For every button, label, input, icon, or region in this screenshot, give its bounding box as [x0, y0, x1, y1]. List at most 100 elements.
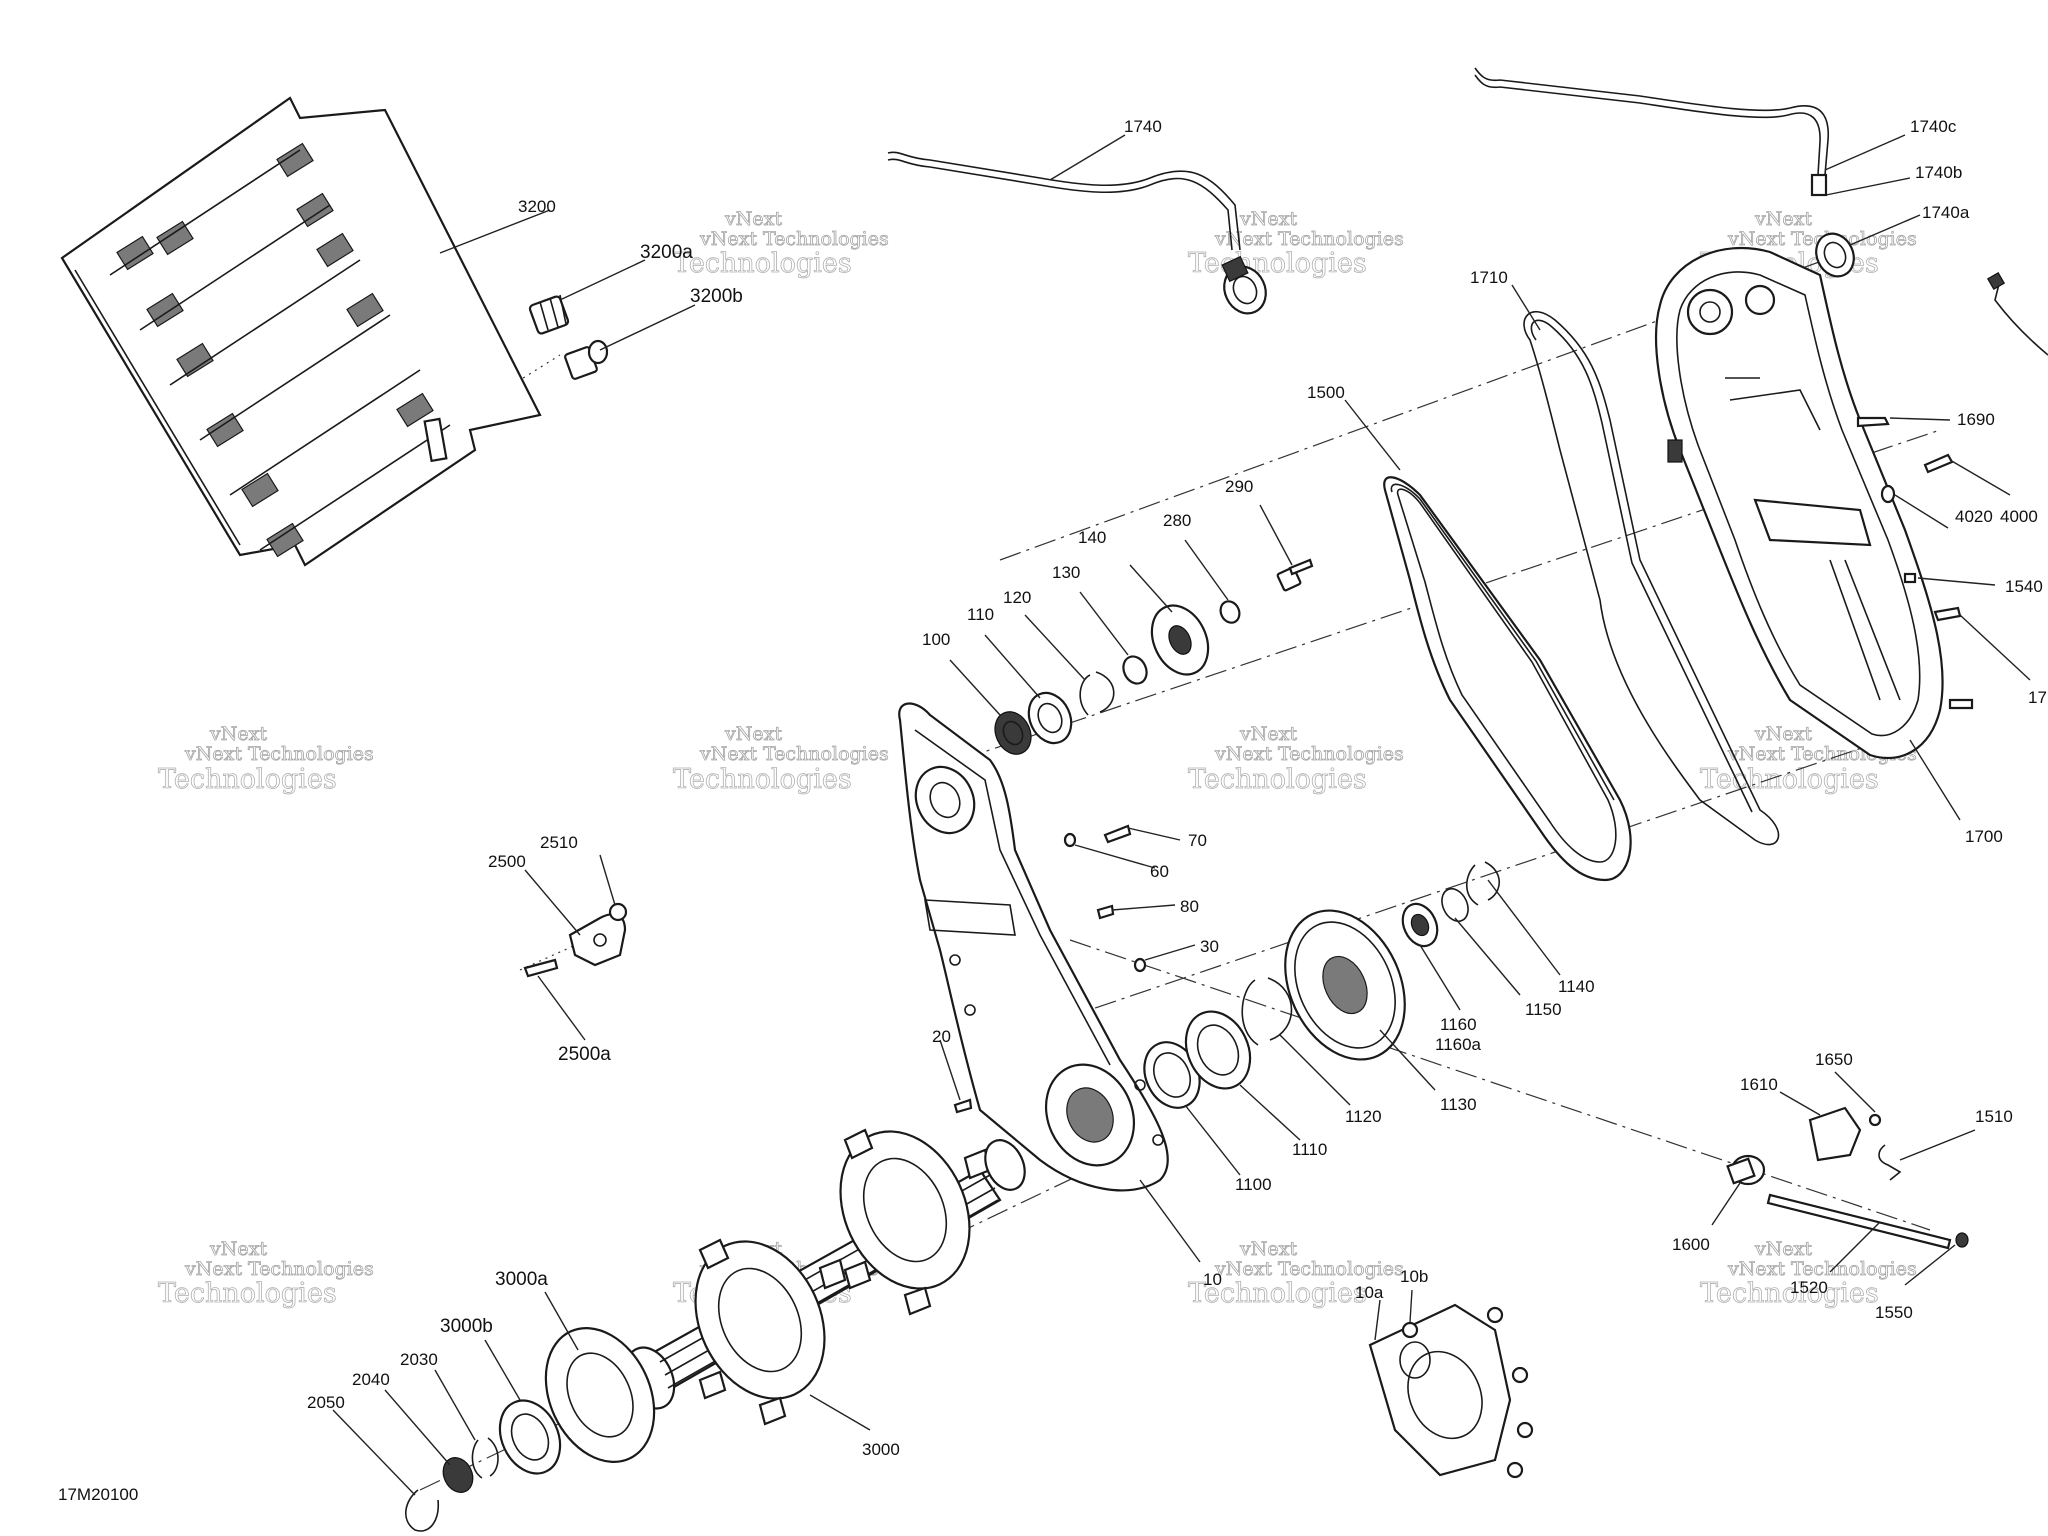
belt-outer — [1383, 476, 1632, 882]
watermark-line1: vNext — [1754, 723, 1812, 745]
callout-4020: 4020 — [1955, 507, 1993, 526]
leader-2030 — [434, 1369, 476, 1441]
tensioner-bushing-body — [1726, 1157, 1756, 1185]
watermark-line3: Technologies — [1188, 248, 1367, 279]
bearing-110 — [1027, 691, 1073, 745]
housing-rib — [914, 729, 1111, 1066]
leader-3200 — [439, 209, 551, 254]
callout-1160a: 1160a — [1435, 1035, 1482, 1054]
bearing-3000b-bore — [510, 1413, 550, 1461]
track-clip — [296, 192, 334, 228]
bolt-edge-2 — [1948, 698, 1974, 710]
housing-edge-holes — [949, 954, 1164, 1146]
track-clip — [396, 392, 434, 428]
nut — [1506, 1461, 1524, 1479]
leader-290 — [1259, 504, 1293, 566]
watermark-line3: Technologies — [1188, 1278, 1367, 1309]
nut-2510 — [608, 902, 628, 922]
bolt-70 — [1103, 824, 1132, 844]
callout-1650: 1650 — [1815, 1050, 1853, 1069]
track-clip-3200a — [528, 294, 570, 335]
housing-hole — [949, 954, 961, 966]
watermark-line1: vNext — [724, 723, 782, 745]
callout-1500: 1500 — [1307, 383, 1345, 402]
track-stud-3200b — [564, 339, 609, 380]
bolt-4000 — [1923, 453, 1954, 474]
track-rod — [139, 204, 331, 331]
leader-1140 — [1487, 879, 1561, 976]
tensioner-body-1610 — [1808, 1106, 1862, 1162]
cover-inner-rim — [1676, 271, 1921, 737]
tensioner-assembly — [1726, 1106, 1969, 1250]
leader-120 — [1024, 614, 1086, 681]
leader-1610 — [1779, 1091, 1821, 1116]
end-parts-left — [405, 1327, 656, 1532]
watermark-line2: vNext Technologies — [1214, 1258, 1404, 1280]
callout-2030: 2030 — [400, 1350, 438, 1369]
edge-cable-fragment — [1994, 279, 2048, 356]
callout-60: 60 — [1150, 862, 1169, 881]
seal-1100-bore — [1152, 1052, 1192, 1098]
watermark-line1: vNext — [1239, 1238, 1297, 1260]
watermark-line1: vNext — [1239, 208, 1297, 230]
disc-3000a-inner — [566, 1352, 634, 1438]
clip-body — [528, 295, 570, 335]
track-clip — [241, 472, 279, 508]
callout-30: 30 — [1200, 937, 1219, 956]
shaft-end-spline-right — [984, 1139, 1026, 1191]
housing-upper-bore-inner — [929, 781, 961, 819]
nut — [1511, 1366, 1529, 1384]
leader-1650 — [1834, 1071, 1876, 1113]
watermark-line3: Technologies — [1700, 764, 1879, 795]
leader-1160 — [1419, 944, 1461, 1011]
callout-1690: 1690 — [1957, 410, 1995, 429]
callout-1600: 1600 — [1672, 1235, 1710, 1254]
nut — [1401, 1321, 1419, 1339]
plate-nuts-10b — [1401, 1306, 1534, 1479]
callout-280: 280 — [1163, 511, 1191, 530]
lower-axis-line — [1069, 939, 1931, 1231]
belt-mid — [1390, 483, 1615, 801]
callout-1710: 1710 — [1470, 268, 1508, 287]
callout-3000: 3000 — [862, 1440, 900, 1459]
plug-80 — [1096, 904, 1115, 920]
cover-upper-boss — [1686, 288, 1734, 336]
track-rod — [169, 259, 361, 386]
leader-2500 — [524, 869, 581, 936]
middle-axis-line — [1059, 734, 1901, 1021]
watermark-line2: vNext Technologies — [699, 228, 889, 250]
sprocket-1130-hub — [1322, 955, 1368, 1015]
callout-10a: 10a — [1355, 1283, 1384, 1302]
callout-120: 120 — [1003, 588, 1031, 607]
leader-1510 — [1899, 1129, 1976, 1161]
callout-1140: 1140 — [1558, 977, 1595, 996]
chain-loop-inner — [1530, 319, 1753, 813]
leader-3000 — [809, 1394, 871, 1431]
callout-20: 20 — [932, 1027, 951, 1046]
watermark-12: vNext vNext Technologies Technologies — [1700, 1238, 1918, 1310]
leader-2500a — [537, 975, 586, 1041]
leader-1110 — [1239, 1084, 1301, 1141]
cover-upper-boss-hole — [1699, 301, 1721, 323]
watermark-6: vNext vNext Technologies Technologies — [673, 723, 890, 796]
watermark-line1: vNext — [1754, 1238, 1812, 1260]
leader-30 — [1144, 944, 1196, 961]
dowel-20 — [953, 1098, 973, 1114]
clip-1650 — [1868, 1113, 1882, 1127]
watermark-line3: Technologies — [158, 764, 337, 795]
track-rod — [229, 369, 421, 496]
leader-3200a — [559, 259, 646, 301]
callout-1740c: 1740c — [1910, 117, 1957, 136]
bolt-edge — [1933, 606, 1962, 622]
track-clip — [146, 292, 184, 328]
housing-hole — [1134, 1079, 1146, 1091]
nut — [1486, 1306, 1504, 1324]
leader-17 — [1959, 614, 2031, 681]
leader-60 — [1074, 844, 1156, 869]
track-rod — [109, 149, 301, 276]
nut-1160-core — [1410, 913, 1430, 937]
callout-1120: 1120 — [1345, 1107, 1382, 1126]
sprocket-140-hub — [1168, 625, 1192, 655]
callout-3000b: 3000b — [440, 1316, 493, 1337]
watermark-11: vNext vNext Technologies Technologies — [1188, 1238, 1405, 1310]
